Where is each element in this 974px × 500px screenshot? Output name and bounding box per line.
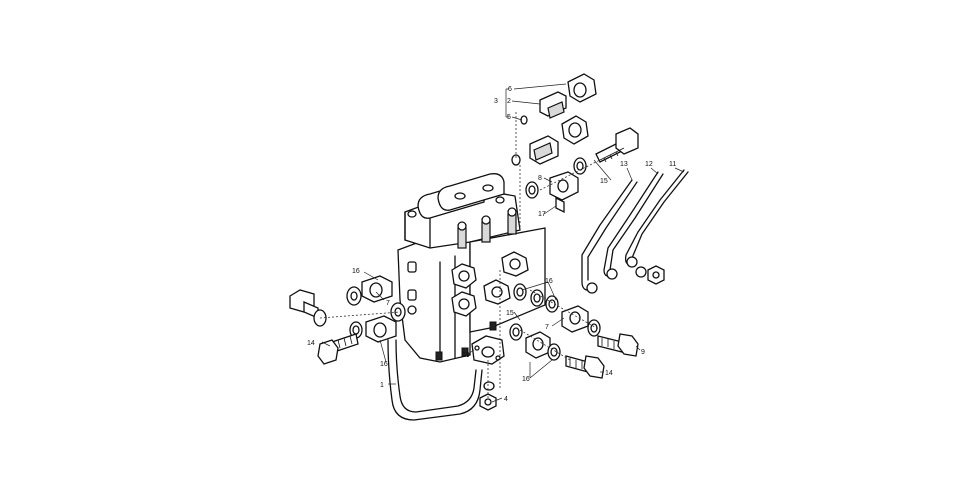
- quick-coupling-assembly: [511, 73, 597, 166]
- coupling-body-2: [539, 91, 567, 119]
- washer-4: [483, 381, 495, 391]
- washer-right-6: [547, 343, 561, 361]
- label-9: 9: [641, 349, 645, 356]
- coupling-body-lower: [529, 135, 559, 165]
- label-14-left: 14: [307, 340, 315, 347]
- flange-plate-19: [471, 335, 505, 365]
- elbow-fitting-7-right: [561, 305, 589, 333]
- label-15-top: 15: [600, 178, 608, 185]
- coupling-nut-upper: [561, 115, 589, 145]
- label-16-left: 16: [352, 268, 360, 275]
- rod-washer: [635, 266, 647, 278]
- washer-upper-a: [573, 157, 587, 175]
- hydraulic-pipe-1: [387, 339, 483, 421]
- port-hex-lower-right: [483, 279, 511, 305]
- label-6: 6: [508, 86, 512, 93]
- assembly-centerlines: [319, 112, 601, 398]
- part-number-labels: 6 3 2 5 8 17 15 13 12 11 16 7 14 16 1 19…: [307, 86, 676, 403]
- banjo-bolt-9: [597, 333, 639, 357]
- washer-right-3: [545, 295, 559, 313]
- elbow-fitting-lower: [525, 331, 551, 359]
- label-16-lower-left: 16: [380, 361, 388, 368]
- label-7-left: 7: [386, 300, 390, 307]
- control-rod-12: [603, 171, 664, 280]
- banjo-bolt-15-top: [595, 127, 639, 163]
- washer-right-5: [509, 323, 523, 341]
- label-12: 12: [645, 161, 653, 168]
- banjo-fitting-left-lower: [365, 315, 397, 343]
- washer-right-4: [587, 319, 601, 337]
- banjo-fitting-7-left: [361, 275, 393, 303]
- label-16-bottom: 16: [522, 376, 530, 383]
- label-3: 3: [494, 98, 498, 105]
- adapter-fitting-left: [289, 289, 327, 327]
- port-hex-upper-right: [501, 251, 529, 277]
- label-15-right: 15: [506, 310, 514, 317]
- o-ring-lower: [511, 154, 521, 166]
- washer-left-a: [346, 286, 362, 306]
- control-rod-11: [624, 169, 689, 268]
- banjo-fitting-8: [549, 171, 579, 214]
- washer-left-b: [390, 302, 406, 322]
- control-valve-block: [397, 173, 546, 363]
- label-17: 17: [538, 211, 546, 218]
- label-5: 5: [507, 114, 511, 121]
- washer-right-1: [513, 283, 527, 301]
- coupling-nut-6: [567, 73, 597, 103]
- rod-nut: [647, 265, 665, 285]
- control-rod-13: [581, 179, 638, 294]
- washer-upper-b: [525, 181, 539, 199]
- label-1: 1: [380, 382, 384, 389]
- leader-lines: [321, 83, 685, 403]
- label-16-right: 16: [545, 278, 553, 285]
- label-14-right: 14: [605, 370, 613, 377]
- spool-lever-b: [481, 215, 491, 243]
- label-11: 11: [669, 161, 676, 168]
- label-2: 2: [507, 98, 511, 105]
- banjo-bolt-14-left: [317, 333, 359, 365]
- banjo-bolt-14-right: [565, 355, 605, 379]
- washer-right-2: [530, 289, 544, 307]
- label-19: 19: [462, 352, 470, 359]
- spool-lever-c: [507, 207, 517, 235]
- port-hex-lower-left: [451, 291, 477, 317]
- nut-4: [479, 393, 497, 411]
- label-13: 13: [620, 161, 628, 168]
- port-hex-upper-left: [451, 263, 477, 289]
- label-7-right: 7: [545, 324, 549, 331]
- label-4: 4: [504, 396, 508, 403]
- spool-lever-a: [457, 221, 467, 249]
- label-8: 8: [538, 175, 542, 182]
